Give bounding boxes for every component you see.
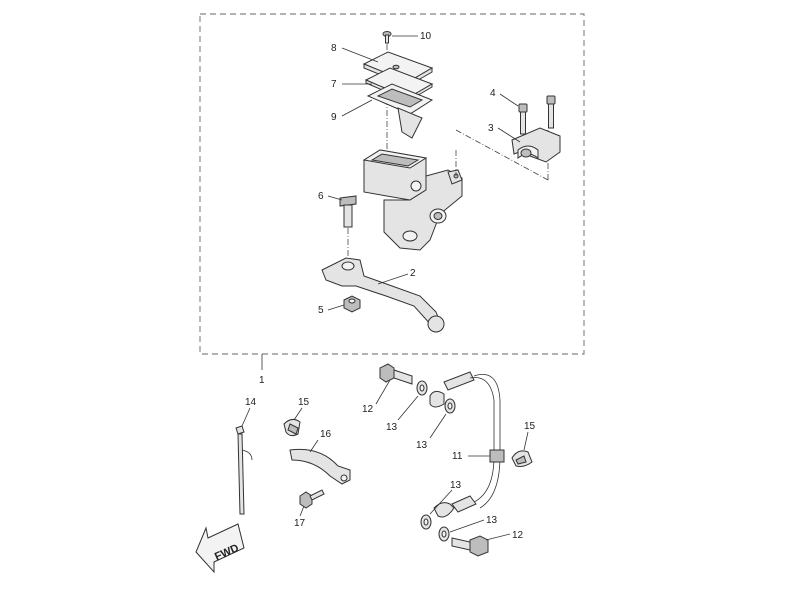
hose-clip-15-left <box>283 418 301 437</box>
callout-17[interactable]: 17 <box>294 518 306 529</box>
callout-13-lower-b[interactable]: 13 <box>486 515 498 526</box>
union-bolt-12-lower <box>451 535 489 557</box>
callout-2[interactable]: 2 <box>410 268 416 279</box>
callout-12-lower[interactable]: 12 <box>512 530 524 541</box>
washer-13-lower-a <box>420 514 432 530</box>
callout-5[interactable]: 5 <box>318 305 324 316</box>
callout-6[interactable]: 6 <box>318 191 324 202</box>
washer-13-upper-a <box>416 380 428 396</box>
brake-lever-2 <box>321 257 445 333</box>
fwd-arrow <box>195 523 245 574</box>
callout-13-lower-a[interactable]: 13 <box>450 480 462 491</box>
nut-5 <box>343 295 361 313</box>
assembly-frame <box>199 13 585 355</box>
callout-12-upper[interactable]: 12 <box>362 404 374 415</box>
union-bolt-12-upper <box>379 363 413 385</box>
screw-10 <box>382 31 392 44</box>
diaphragm-9 <box>366 83 434 139</box>
callout-16[interactable]: 16 <box>320 429 332 440</box>
callout-4[interactable]: 4 <box>490 88 496 99</box>
brake-hose-11 <box>429 371 505 518</box>
callout-1[interactable]: 1 <box>259 375 265 386</box>
bolt-17 <box>299 489 325 509</box>
pivot-bolt-6 <box>339 195 357 228</box>
callout-15-left[interactable]: 15 <box>298 397 310 408</box>
bolt-4a <box>518 103 528 135</box>
clamp-3 <box>511 127 561 163</box>
bracket-16 <box>289 448 351 485</box>
cable-tie-14 <box>235 425 253 515</box>
callout-7[interactable]: 7 <box>331 79 337 90</box>
callout-13-upper-b[interactable]: 13 <box>416 440 428 451</box>
master-cylinder-body <box>362 149 463 251</box>
bolt-4b <box>546 95 556 129</box>
washer-13-lower-b <box>438 526 450 542</box>
washer-13-upper-b <box>444 398 456 414</box>
callout-9[interactable]: 9 <box>331 112 337 123</box>
callout-11[interactable]: 11 <box>452 451 463 462</box>
callout-10[interactable]: 10 <box>420 31 432 42</box>
hose-clip-15-right <box>511 450 533 467</box>
callout-3[interactable]: 3 <box>488 123 494 134</box>
callout-14[interactable]: 14 <box>245 397 257 408</box>
callout-8[interactable]: 8 <box>331 43 337 54</box>
callout-13-upper-a[interactable]: 13 <box>386 422 398 433</box>
callout-15-right[interactable]: 15 <box>524 421 536 432</box>
